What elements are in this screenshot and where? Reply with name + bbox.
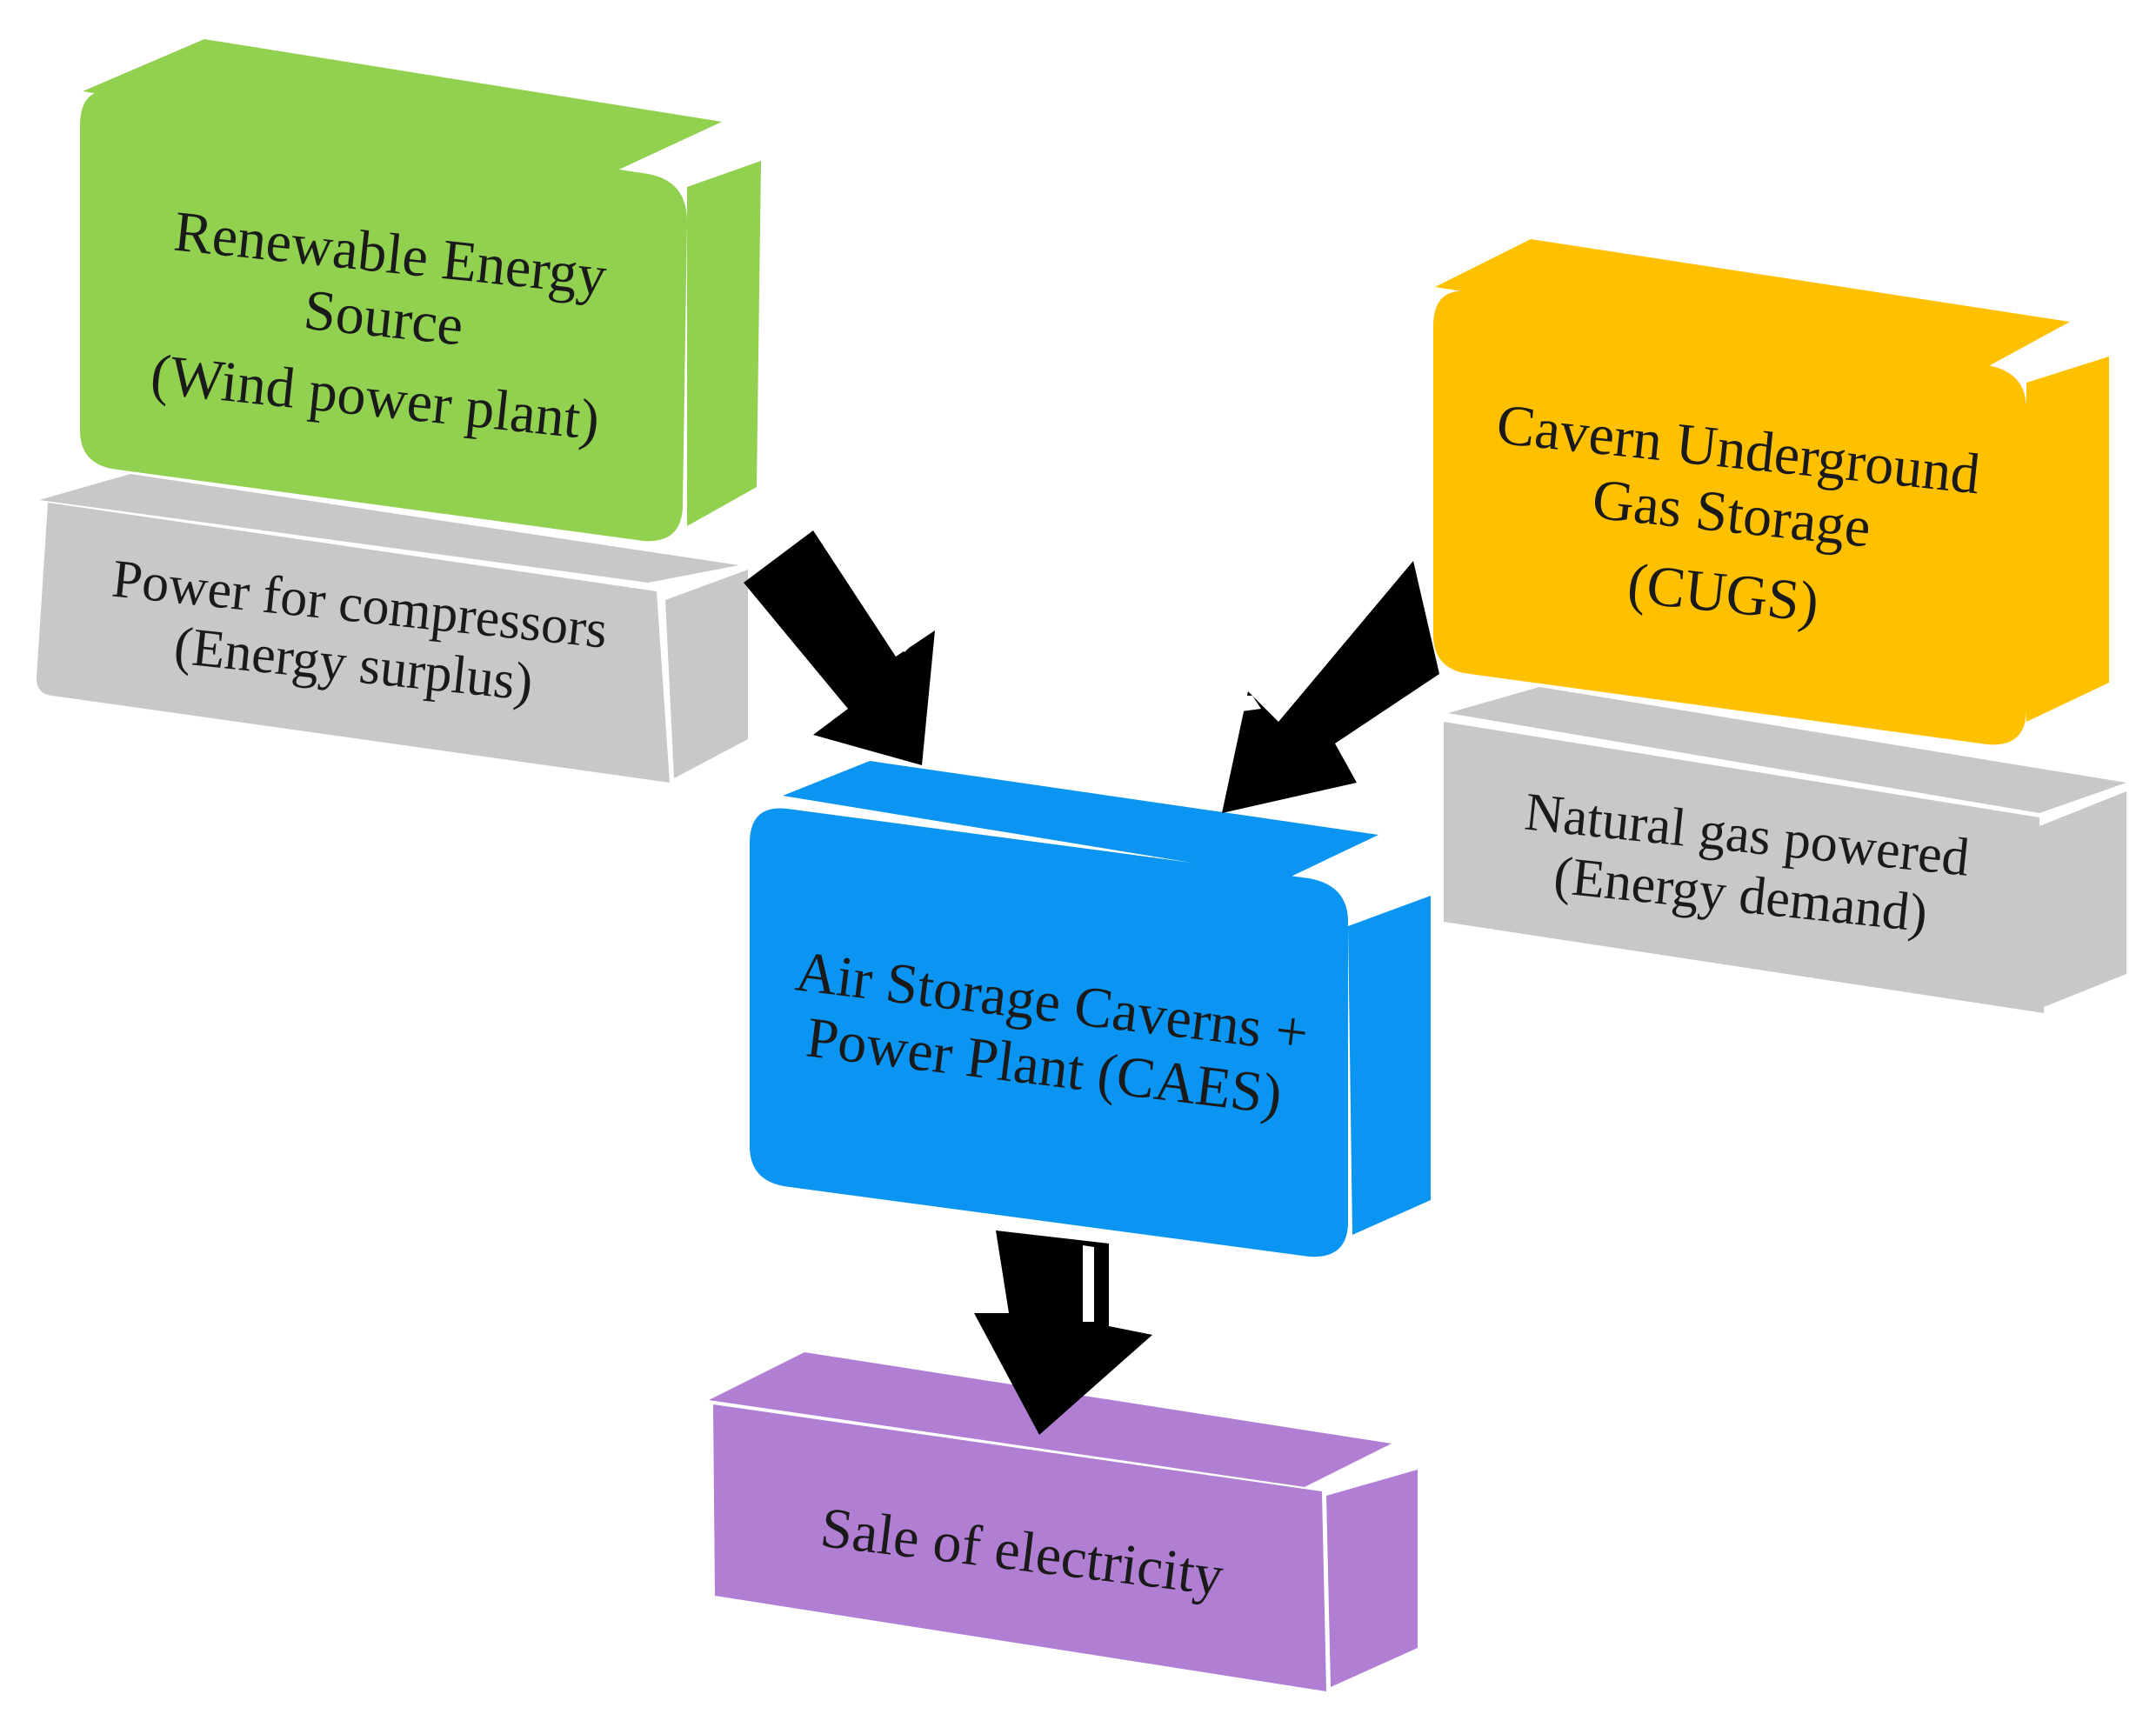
- cugs-label-line-3: (CUGS): [1625, 551, 1822, 635]
- caes-block: [750, 761, 1431, 1257]
- renewable-top-face: [83, 39, 722, 178]
- renewable-side-face: [687, 161, 761, 526]
- natural-gas-front-face: [1444, 722, 2044, 1013]
- arrow-cugs-to-caes-shape: [1222, 561, 1439, 813]
- arrow-caes-to-sale-shape: [974, 1230, 1152, 1435]
- caes-top-face: [783, 761, 1378, 878]
- arrow-cugs-to-caes-highlight: [1233, 696, 1261, 711]
- sale-side-face: [1326, 1470, 1418, 1687]
- cugs-block: [1433, 239, 2109, 745]
- cugs-front-face: [1433, 290, 2026, 745]
- sale-front-face: [713, 1404, 1326, 1691]
- arrow-caes-to-sale-highlight: [1083, 1245, 1094, 1322]
- arrow-renewable-to-caes: [744, 526, 935, 765]
- compressors-block: [37, 474, 748, 783]
- natural-gas-top-face: [1448, 687, 2126, 813]
- caes-front-face: [750, 808, 1348, 1257]
- arrow-renewable-to-caes-highlight: [822, 526, 913, 652]
- cugs-top-face: [1435, 239, 2070, 374]
- arrow-caes-to-sale: [974, 1230, 1152, 1435]
- compressors-top-face: [39, 474, 739, 583]
- arrow-renewable-to-caes-shape: [744, 530, 935, 765]
- natural-gas-side-face: [2039, 791, 2126, 1009]
- caes-side-face: [1348, 896, 1431, 1235]
- renewable-front-face: [80, 90, 687, 542]
- arrow-cugs-to-caes: [1222, 561, 1439, 813]
- renewable-energy-block: [80, 39, 761, 542]
- cugs-label: Cavern Underground Gas Storage (CUGS): [1435, 354, 2026, 690]
- renewable-label-line-3: (Wind power plant): [148, 342, 603, 453]
- compressors-side-face: [665, 570, 748, 778]
- renewable-label: Renewable Energy Source (Wind power plan…: [82, 149, 684, 503]
- compressors-front-face: [37, 503, 670, 783]
- sale-label-line-1: Sale of electricity: [817, 1495, 1227, 1609]
- cugs-side-face: [2026, 357, 2109, 722]
- natural-gas-block: [1444, 687, 2126, 1013]
